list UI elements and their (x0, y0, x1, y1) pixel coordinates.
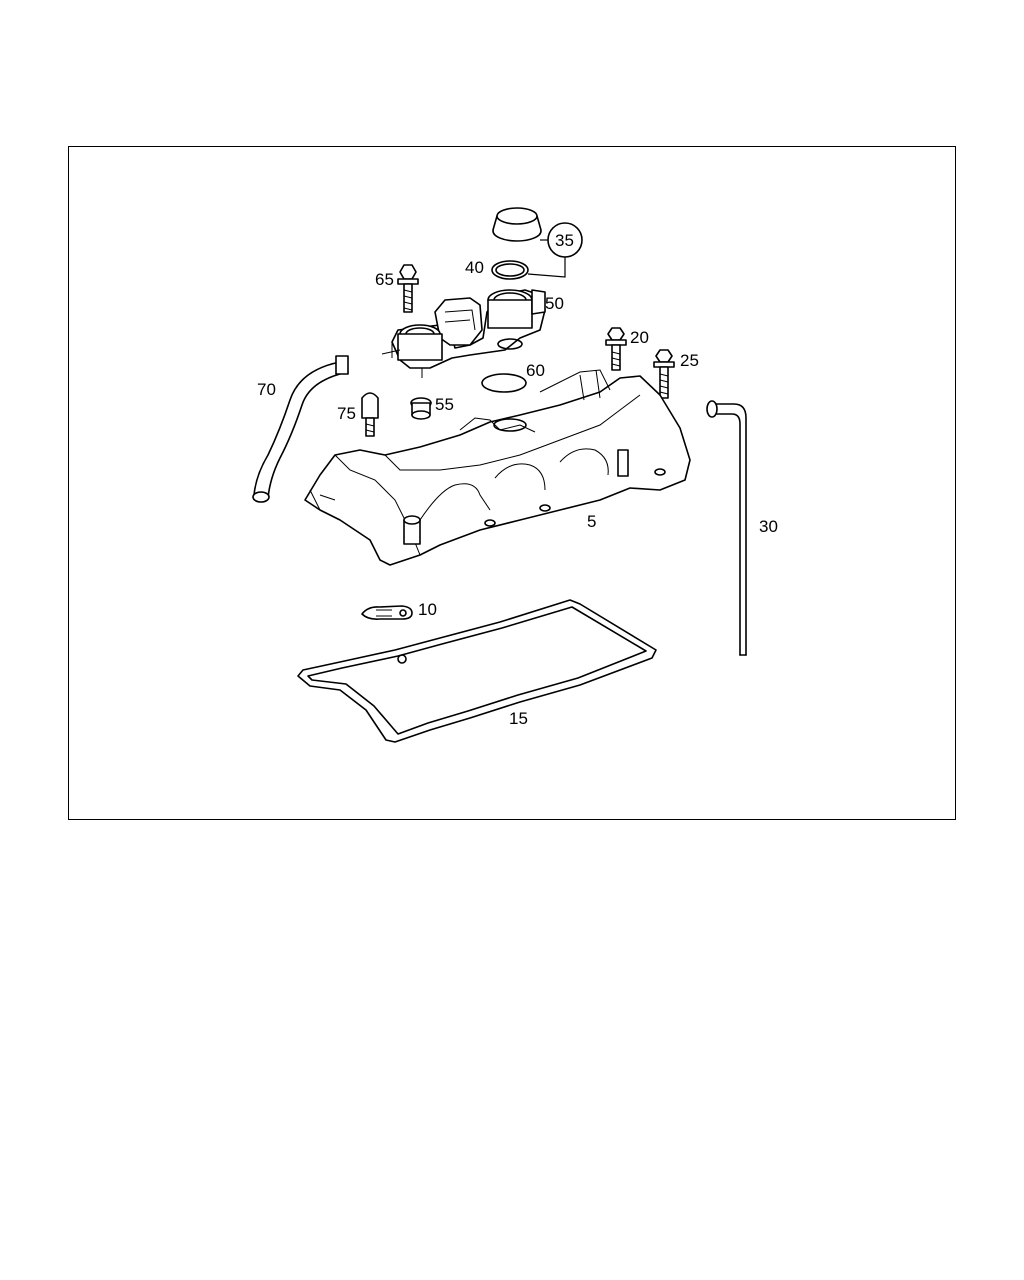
bolt-20[interactable] (605, 327, 627, 371)
oil-filler-cap[interactable] (492, 207, 542, 242)
o-ring-60[interactable] (481, 373, 527, 393)
vent-pipe-30[interactable] (706, 400, 747, 656)
callout-65: 65 (375, 270, 394, 289)
callout-35: 35 (555, 231, 574, 250)
callout-50: 50 (545, 294, 564, 313)
callout-40: 40 (465, 258, 484, 277)
sensor-75[interactable] (361, 392, 379, 437)
gasket-15[interactable] (297, 599, 657, 743)
callout-10: 10 (418, 600, 437, 619)
oil-separator-assembly[interactable] (381, 289, 546, 378)
leader-35-40 (527, 257, 566, 278)
bolt-65[interactable] (397, 264, 419, 313)
breather-hose-70[interactable] (252, 355, 349, 503)
callout-20: 20 (630, 328, 649, 347)
callout-25: 25 (680, 351, 699, 370)
clip-10[interactable] (361, 605, 413, 620)
filler-cap-seal-ring[interactable] (491, 260, 529, 280)
callout-60: 60 (526, 361, 545, 380)
callout-5: 5 (587, 512, 596, 531)
bolt-25[interactable] (653, 349, 675, 399)
plug-55[interactable] (410, 397, 432, 420)
callout-70: 70 (257, 380, 276, 399)
callout-75: 75 (337, 404, 356, 423)
callout-30: 30 (759, 517, 778, 536)
cylinder-head-cover[interactable] (304, 369, 691, 566)
callout-55: 55 (435, 395, 454, 414)
callout-15: 15 (509, 709, 528, 728)
